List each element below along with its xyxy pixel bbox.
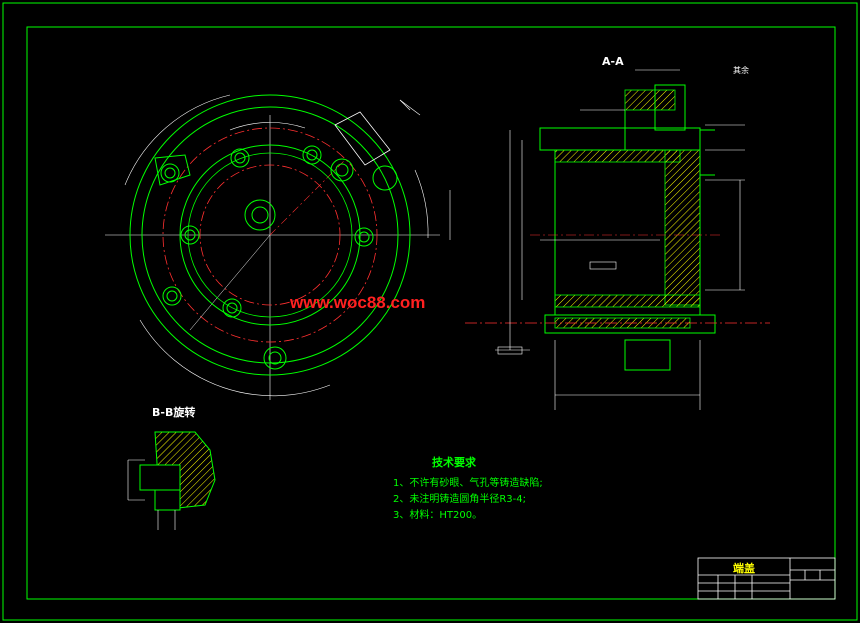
bolt-circle xyxy=(162,127,378,343)
part-name: 端盖 xyxy=(733,562,755,575)
section-aa xyxy=(465,69,770,410)
roughness-note: 其余 xyxy=(733,66,749,75)
flange-outer xyxy=(129,94,411,376)
watermark: www.woc88.com xyxy=(290,293,426,312)
section-bb-label: B-B旋转 xyxy=(152,406,196,419)
technical-requirement-2: 2、未注明铸造圆角半径R3-4; xyxy=(393,494,527,505)
technical-requirements-title: 技术要求 xyxy=(432,456,476,469)
section-bb xyxy=(127,431,216,530)
technical-requirement-3: 3、材料：HT200。 xyxy=(393,510,483,521)
section-aa-label: A-A xyxy=(602,55,624,68)
technical-requirement-1: 1、不许有砂眼、气孔等铸造缺陷; xyxy=(393,478,543,489)
bolt-holes xyxy=(160,145,374,370)
title-block xyxy=(697,557,836,600)
inner-border xyxy=(26,26,836,600)
front-view xyxy=(105,94,451,400)
